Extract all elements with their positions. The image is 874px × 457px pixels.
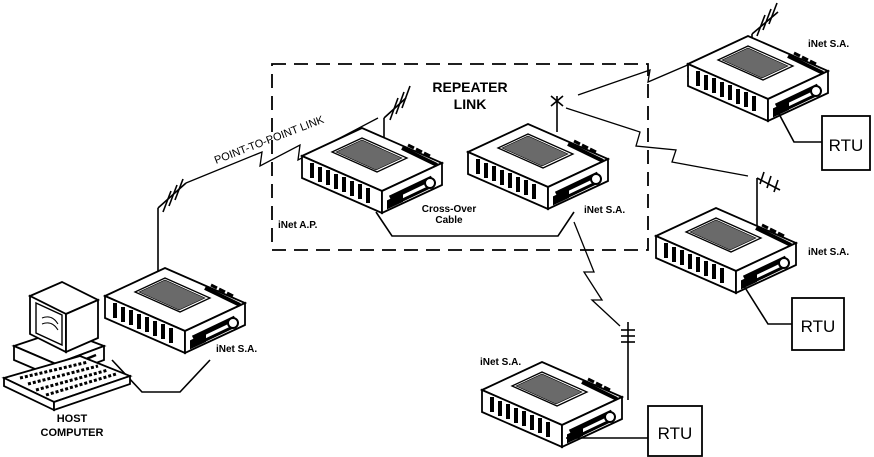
inet-sa-mid-right-label: iNet S.A. bbox=[808, 247, 849, 258]
inet-ap-label: iNet A.P. bbox=[278, 220, 318, 231]
radio-ap bbox=[302, 128, 442, 213]
host-computer-label-line2: COMPUTER bbox=[41, 427, 104, 439]
radio-repeater-sa bbox=[468, 124, 608, 209]
rtu-mid-right-label: RTU bbox=[801, 317, 836, 336]
radio-host bbox=[105, 268, 245, 353]
cross-over-cable-label-line1: Cross-Over bbox=[422, 204, 477, 215]
cross-over-cable bbox=[376, 212, 574, 236]
link-to-bottom bbox=[574, 222, 620, 326]
repeater-omni-antenna bbox=[551, 96, 563, 132]
cross-over-cable-label-line2: Cable bbox=[435, 215, 463, 226]
host-computer-label-line1: HOST bbox=[57, 413, 88, 425]
rtu-bottom-label: RTU bbox=[658, 424, 693, 443]
inet-sa-top-right-label: iNet S.A. bbox=[808, 39, 849, 50]
inet-sa-bottom-label: iNet S.A. bbox=[480, 357, 521, 368]
repeater-link-label-line2: LINK bbox=[454, 96, 487, 112]
cable-top-right-rtu bbox=[778, 112, 824, 142]
ap-yagi-antenna bbox=[384, 86, 410, 140]
radio-top-right bbox=[688, 36, 828, 121]
cable-mid-right-rtu bbox=[744, 286, 794, 324]
bottom-mast-antenna bbox=[621, 322, 635, 400]
rtu-top-right-label: RTU bbox=[829, 136, 864, 155]
inet-sa-repeater-label: iNet S.A. bbox=[584, 205, 625, 216]
repeater-link-label-line1: REPEATER bbox=[432, 79, 507, 95]
radio-mid-right bbox=[656, 208, 796, 293]
inet-sa-host-label: iNet S.A. bbox=[216, 344, 257, 355]
radio-bottom bbox=[482, 362, 622, 447]
